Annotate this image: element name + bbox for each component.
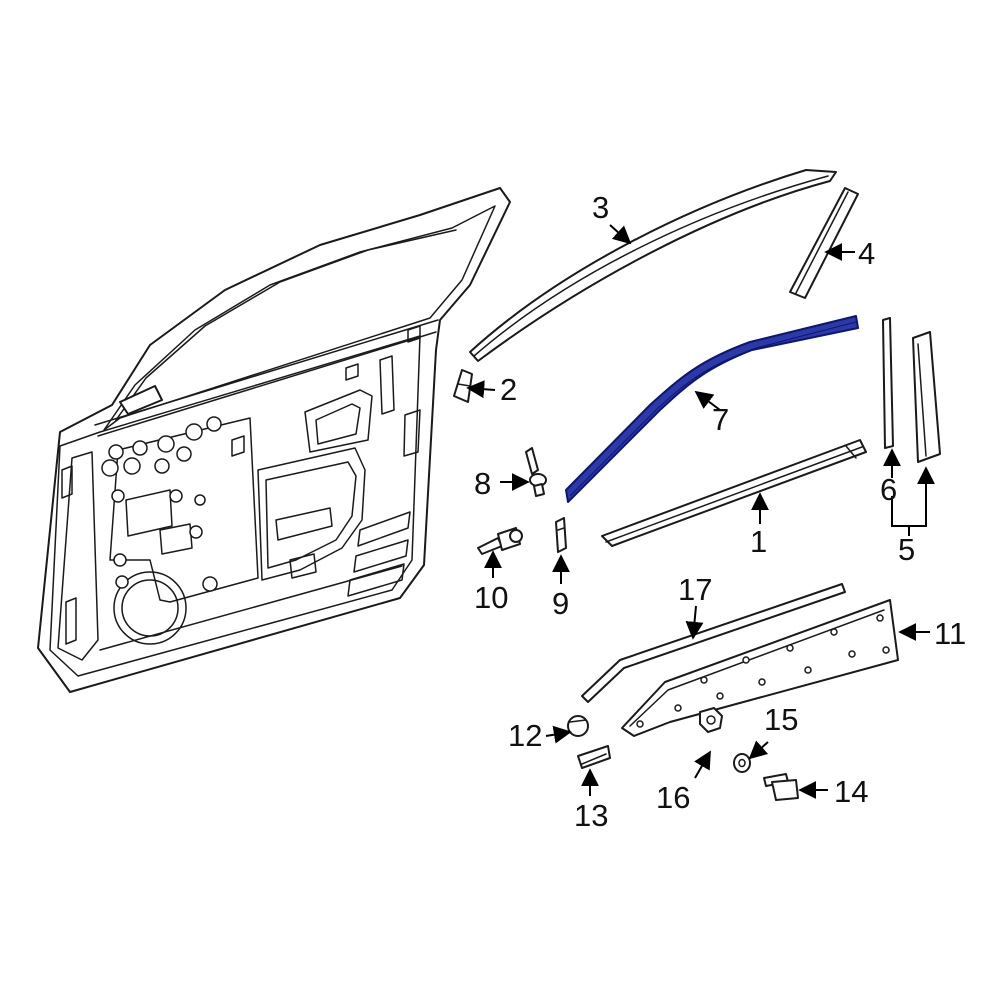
part-9-bracket [555,517,567,553]
callout-7: 7 [712,402,729,437]
callout-12: 12 [508,718,542,753]
part-12-push-clip [567,715,589,737]
part-10-bolt [477,527,523,555]
callout-9: 9 [552,586,569,621]
part-4-pillar-garnish [789,187,859,299]
part-3-upper-moulding [469,169,837,362]
callout-labels: 3 2 4 7 1 8 10 9 6 5 17 11 12 13 15 16 1… [474,190,966,833]
part-6-trim [882,317,894,449]
callout-8: 8 [474,466,491,501]
callout-11: 11 [934,616,966,651]
part-16-nut [699,707,723,733]
callout-16: 16 [656,780,690,815]
leader-lines [466,224,935,799]
callout-17: 17 [678,572,712,607]
callout-6: 6 [880,472,897,507]
door-shell [37,187,511,693]
callout-2: 2 [500,372,517,407]
part-7-door-frame-weatherstrip [565,315,859,503]
part-17-lower-moulding [581,583,846,703]
part-13-bracket [577,745,611,769]
part-5-trim [912,331,941,463]
callout-5: 5 [898,532,915,567]
part-14-clip [763,773,799,801]
part-8-fastener [525,447,547,497]
callout-1: 1 [750,524,767,559]
part-15-washer [733,753,751,773]
part-1-belt-moulding [601,439,867,547]
part-2-clip [453,369,473,403]
callout-13: 13 [574,798,608,833]
callout-15: 15 [764,702,798,737]
callout-14: 14 [834,774,868,809]
callout-4: 4 [858,236,875,271]
callout-3: 3 [592,190,609,225]
callout-10: 10 [474,580,508,615]
part-11-lower-garnish [621,599,899,737]
